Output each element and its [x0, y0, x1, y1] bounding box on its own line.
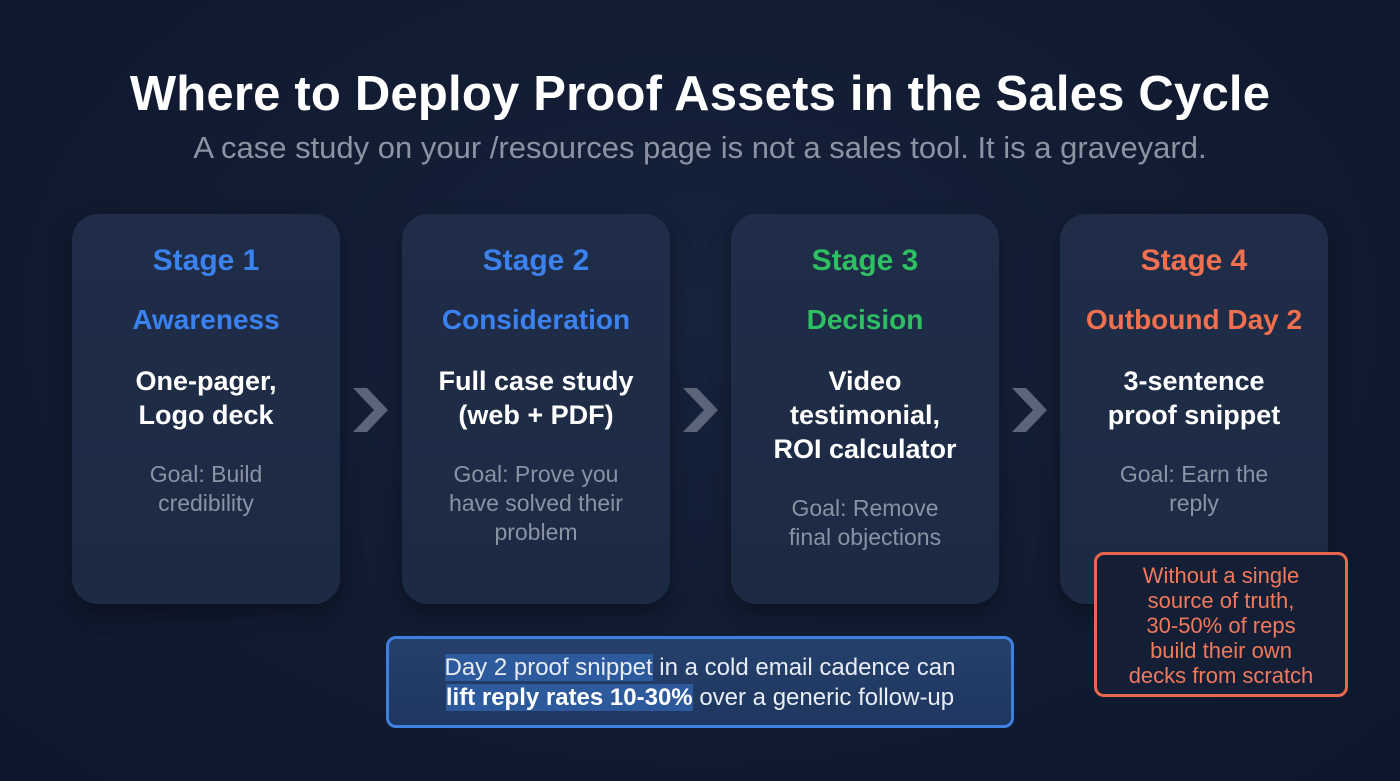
stage-goal: Goal: Earn the reply — [1082, 460, 1306, 518]
asset-line: Video — [828, 366, 902, 396]
asset-line: proof snippet — [1107, 400, 1281, 430]
stage-card-3: Stage 3 Decision Video testimonial, ROI … — [731, 214, 999, 604]
stage-goal: Goal: Prove you have solved their proble… — [424, 460, 648, 547]
warning-callout: Without a single source of truth, 30-50%… — [1094, 552, 1348, 697]
warning-line: build their own — [1150, 638, 1292, 663]
goal-line: reply — [1169, 490, 1219, 516]
warning-line: Without a single — [1142, 563, 1300, 588]
key-insight-callout: Day 2 proof snippet in a cold email cade… — [386, 636, 1014, 728]
stage-phase: Awareness — [132, 304, 280, 335]
stage-card-2: Stage 2 Consideration Full case study (w… — [402, 214, 670, 604]
asset-line: 3-sentence — [1123, 366, 1265, 396]
goal-line: final objections — [788, 524, 942, 550]
chevron-right-icon — [683, 388, 718, 432]
insight-text: in a cold email cadence can — [652, 654, 956, 681]
goal-line: Goal: Earn the — [1119, 461, 1269, 487]
goal-line: have solved their — [449, 490, 623, 516]
stage-phase: Decision — [806, 304, 924, 335]
asset-line: Full case study — [438, 366, 634, 396]
asset-line: (web + PDF) — [458, 400, 614, 430]
highlighted-phrase: Day 2 proof snippet — [444, 654, 653, 681]
asset-line: Logo deck — [138, 400, 274, 430]
chevron-right-icon — [1012, 388, 1047, 432]
stage-asset: Full case study (web + PDF) — [412, 364, 660, 432]
goal-line: Goal: Remove — [791, 495, 939, 521]
goal-line: Goal: Build — [149, 461, 263, 487]
stage-asset: 3-sentence proof snippet — [1070, 364, 1318, 432]
page-subtitle: A case study on your /resources page is … — [193, 130, 1207, 165]
stage-asset: Video testimonial, ROI calculator — [741, 364, 989, 466]
goal-line: credibility — [158, 490, 254, 516]
stage-card-4: Stage 4 Outbound Day 2 3-sentence proof … — [1060, 214, 1328, 604]
goal-line: problem — [494, 519, 578, 545]
stage-card-1: Stage 1 Awareness One-pager, Logo deck G… — [72, 214, 340, 604]
stage-phase: Consideration — [441, 304, 631, 335]
warning-line: decks from scratch — [1128, 663, 1314, 688]
chevron-right-icon — [353, 388, 388, 432]
asset-line: testimonial, — [789, 400, 941, 430]
warning-line: 30-50% of reps — [1146, 613, 1296, 638]
page-title: Where to Deploy Proof Assets in the Sale… — [129, 67, 1271, 121]
stage-label: Stage 4 — [1140, 244, 1248, 277]
warning-line: source of truth, — [1147, 588, 1295, 613]
stage-label: Stage 3 — [811, 244, 919, 277]
stage-goal: Goal: Remove final objections — [753, 494, 977, 552]
stage-asset: One-pager, Logo deck — [82, 364, 330, 432]
goal-line: Goal: Prove you — [453, 461, 619, 487]
stage-label: Stage 1 — [152, 244, 260, 277]
stage-phase: Outbound Day 2 — [1085, 304, 1303, 335]
bold-stat: lift reply rates 10-30% — [445, 684, 693, 711]
stage-label: Stage 2 — [482, 244, 590, 277]
insight-line-1: Day 2 proof snippet in a cold email cade… — [389, 653, 1011, 683]
insight-line-2: lift reply rates 10-30% over a generic f… — [389, 683, 1011, 713]
stage-goal: Goal: Build credibility — [94, 460, 318, 518]
insight-text: over a generic follow-up — [692, 684, 955, 711]
asset-line: One-pager, — [135, 366, 277, 396]
asset-line: ROI calculator — [773, 434, 957, 464]
